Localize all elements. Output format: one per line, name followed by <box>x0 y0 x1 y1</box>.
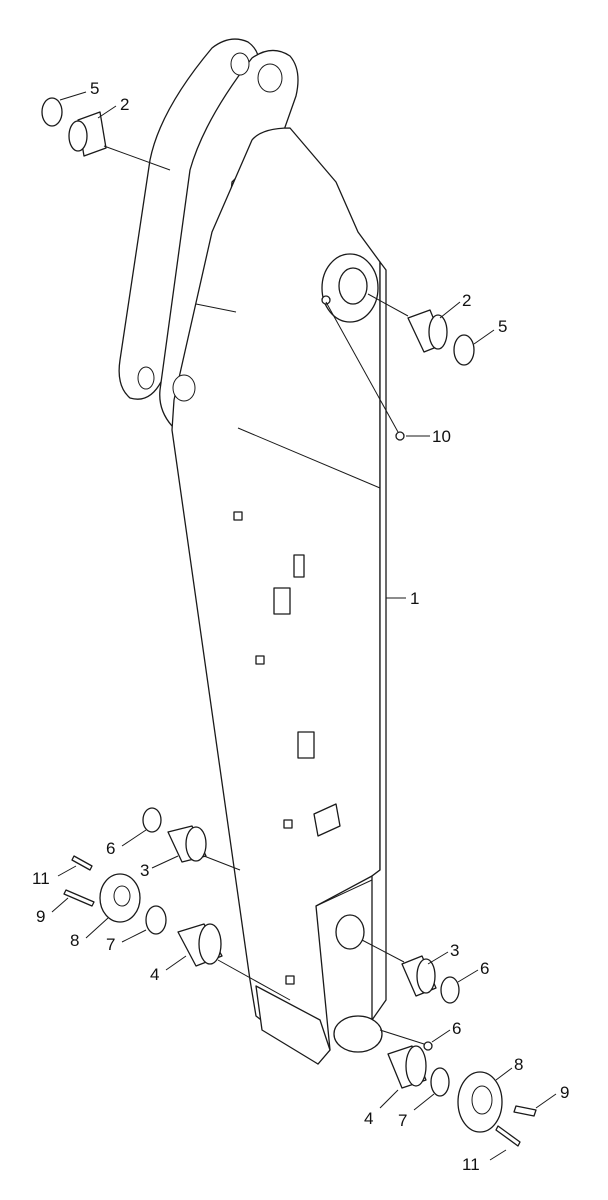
callout-11-left: 11 <box>32 869 50 888</box>
callout-8-right: 8 <box>514 1055 523 1074</box>
callout-1: 1 <box>410 589 419 608</box>
arm-seam-bracket <box>195 303 237 313</box>
callout-7-right: 7 <box>398 1111 407 1130</box>
axis-upper-pin <box>367 293 409 317</box>
arm-boss-a <box>233 511 243 521</box>
arm-boss-b <box>255 655 265 665</box>
bushing-part-3-left-face <box>185 826 207 862</box>
bracket-pin-hole-bottom-back <box>137 366 155 390</box>
ring-part-7-left <box>145 905 167 935</box>
plate-part-8-left-bore <box>113 885 131 907</box>
callout-11-right: 11 <box>462 1155 480 1174</box>
ring-part-6-right <box>440 976 460 1004</box>
callout-5-right: 5 <box>498 317 507 336</box>
arm-seam-upper <box>237 427 381 489</box>
leader-11-right <box>489 1149 507 1161</box>
pin-part-11-right <box>495 1125 521 1147</box>
leader-5-top <box>59 91 87 101</box>
callout-5-top: 5 <box>90 79 99 98</box>
axis-lower-left <box>217 959 291 1001</box>
leader-6-right <box>457 969 479 983</box>
leader-4-right <box>379 1089 399 1109</box>
callout-2-right: 2 <box>462 291 471 310</box>
arm-lower-foot <box>255 985 331 1065</box>
callout-4-right: 4 <box>364 1109 373 1128</box>
axis-grease <box>325 301 399 433</box>
leader-8-left <box>85 917 109 939</box>
callout-9-right: 9 <box>560 1083 569 1102</box>
callout-8-left: 8 <box>70 931 79 950</box>
callout-4-left: 4 <box>150 965 159 984</box>
arm-boss-d <box>285 975 295 985</box>
callout-10: 10 <box>432 427 451 446</box>
pin-part-11-left <box>71 855 93 871</box>
callout-3-right: 3 <box>450 941 459 960</box>
bolt-part-9-right <box>513 1105 537 1117</box>
lower-pivot-boss-rear <box>335 914 365 950</box>
arm-seam-lower <box>315 879 373 907</box>
leader-8-right <box>495 1067 513 1081</box>
leader-11-left <box>57 865 77 877</box>
ring-part-6-left <box>142 807 162 833</box>
leader-7-left <box>121 929 147 943</box>
leader-2-top <box>97 105 117 119</box>
arm-lug-3 <box>297 731 315 759</box>
plate-part-8-right-bore <box>471 1085 493 1115</box>
ring-part-5-top <box>41 97 63 127</box>
lower-pivot-boss-front <box>333 1015 383 1053</box>
bushing-part-3-right-face <box>416 958 436 994</box>
arm-lug-1 <box>293 554 305 578</box>
bolt-part-9-left <box>63 889 95 907</box>
axis-lower-right-rear <box>361 939 405 963</box>
leader-7-right <box>413 1093 435 1111</box>
ring-part-6-lower <box>423 1041 433 1051</box>
upper-pivot-bore <box>338 267 368 305</box>
arm-boss-c <box>283 819 293 829</box>
leader-6-left <box>121 829 147 847</box>
bracket-pin-hole-top <box>257 63 283 93</box>
callout-7-left: 7 <box>106 935 115 954</box>
grease-fitting-part-10 <box>395 431 405 441</box>
leader-3-left <box>151 855 179 869</box>
ring-part-5-right <box>453 334 475 366</box>
leader-2-right <box>439 301 461 319</box>
leader-5-right <box>473 329 495 345</box>
leader-9-right <box>535 1093 557 1109</box>
callout-6-left: 6 <box>106 839 115 858</box>
callout-9-left: 9 <box>36 907 45 926</box>
bracket-pin-hole-top-back <box>230 52 250 76</box>
callout-6-lower: 6 <box>452 1019 461 1038</box>
leader-3-right <box>427 951 449 965</box>
bushing-part-4-left-face <box>198 923 222 965</box>
bushing-part-2-right-face <box>428 314 448 350</box>
axis-lower-right-front <box>379 1029 425 1045</box>
parts <box>41 97 537 1147</box>
bushing-part-4-right-face <box>405 1045 427 1087</box>
arm-lug-2 <box>273 587 291 615</box>
grease-fitting-upper <box>321 295 331 305</box>
callout-2-top: 2 <box>120 95 129 114</box>
axis-top-pin <box>103 145 171 171</box>
leader-lines <box>51 91 557 1161</box>
leader-4-left <box>165 955 187 971</box>
leader-6-lower <box>431 1029 451 1043</box>
callout-6-right: 6 <box>480 959 489 978</box>
arm-lug-plate <box>313 803 341 837</box>
bushing-part-2-top-face <box>68 120 88 152</box>
leader-9-left <box>51 897 69 913</box>
arm-body <box>118 38 387 1065</box>
axis-mid-left <box>203 855 241 871</box>
ring-part-7-right <box>430 1067 450 1097</box>
callout-3-left: 3 <box>140 861 149 880</box>
callout-labels: 5 2 2 5 10 1 6 3 11 9 8 7 4 3 6 6 8 9 4 … <box>32 79 569 1174</box>
bracket-pin-hole-bottom <box>172 374 196 402</box>
